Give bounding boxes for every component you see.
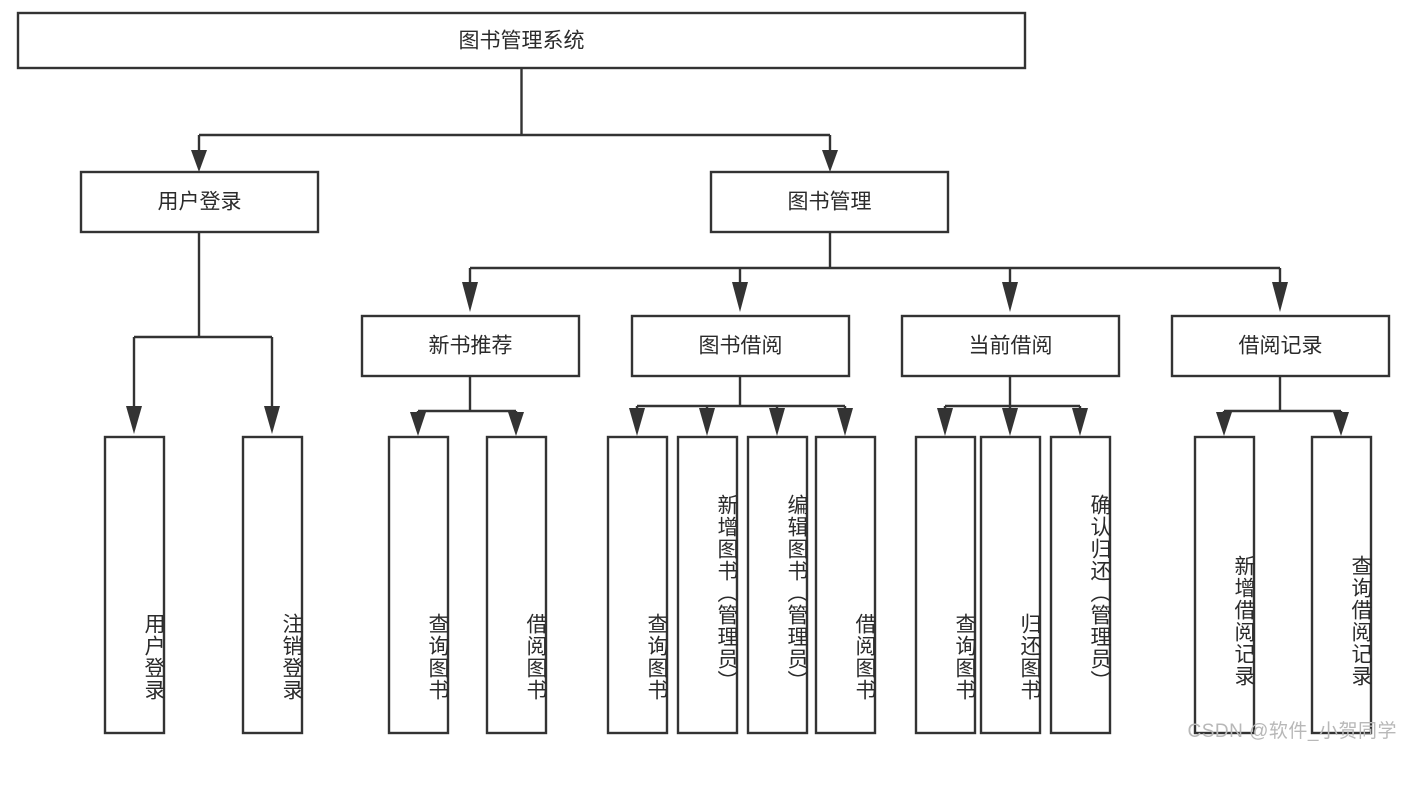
leaf-box-cb-2[interactable] [979, 435, 1042, 735]
node-root[interactable]: 图书管理系统 [16, 11, 1027, 70]
leaf-box-cb-3[interactable] [1049, 435, 1112, 735]
connector-group-book-manage [462, 232, 1288, 312]
arrowhead-bb-leaf-4 [837, 408, 853, 436]
connector-group-current-borrow [937, 376, 1088, 436]
node-borrow-record[interactable]: 借阅记录 [1170, 314, 1391, 378]
leaf-box-bb-4[interactable] [814, 435, 877, 735]
connector-group-new-book-recommend [410, 376, 524, 436]
leaf-box-bb-2[interactable] [676, 435, 739, 735]
node-book-borrow-label: 图书借阅 [699, 335, 783, 358]
leaf-box-user-login-2[interactable] [241, 435, 304, 735]
tree-diagram-svg: 图书管理系统 用户登录 图书管理 新书推荐 图书借阅 当前借阅 借阅记录 [16, 11, 1391, 735]
leaf-box-br-2[interactable] [1310, 435, 1373, 735]
arrowhead-book-borrow [732, 282, 748, 312]
node-book-manage-box[interactable] [709, 170, 950, 234]
arrowhead-cb-leaf-3 [1072, 408, 1088, 436]
leaf-box-cb-1[interactable] [914, 435, 977, 735]
arrowhead-current-borrow [1002, 282, 1018, 312]
leaf-box-bb-1[interactable] [606, 435, 669, 735]
arrowhead-bb-leaf-2 [699, 408, 715, 436]
connector-group-user-login [126, 232, 280, 434]
arrowhead-leaf-user-login [126, 406, 142, 434]
leaf-box-bb-3[interactable] [746, 435, 809, 735]
arrowhead-br-leaf-2 [1333, 412, 1349, 436]
arrowhead-user-login [191, 150, 207, 172]
node-root-box[interactable] [16, 11, 1027, 70]
arrowhead-bb-leaf-3 [769, 408, 785, 436]
node-book-manage[interactable]: 图书管理 [709, 170, 950, 234]
connector-group-book-borrow [629, 376, 853, 436]
node-borrow-record-label: 借阅记录 [1239, 335, 1323, 358]
arrowhead-bb-leaf-1 [629, 408, 645, 436]
arrowhead-new-book-recommend [462, 282, 478, 312]
leaf-box-nbr-1[interactable] [387, 435, 450, 735]
leaf-box-br-1[interactable] [1193, 435, 1256, 735]
arrowhead-leaf-logout-login [264, 406, 280, 434]
node-root-label: 图书管理系统 [459, 30, 585, 53]
node-book-borrow[interactable]: 图书借阅 [630, 314, 851, 378]
csdn-watermark: CSDN @软件_小贺同学 [1187, 721, 1397, 742]
arrowhead-nbr-leaf-1 [410, 412, 426, 436]
arrowhead-br-leaf-1 [1216, 412, 1232, 436]
node-current-borrow-label: 当前借阅 [969, 335, 1053, 358]
connector-group-root [191, 68, 838, 172]
leaf-box-nbr-2[interactable] [485, 435, 548, 735]
arrowhead-book-manage [822, 150, 838, 172]
node-book-borrow-box[interactable] [630, 314, 851, 378]
node-new-book-recommend-box[interactable] [360, 314, 581, 378]
connector-group-borrow-record [1216, 376, 1349, 436]
node-current-borrow[interactable]: 当前借阅 [900, 314, 1121, 378]
node-new-book-recommend[interactable]: 新书推荐 [360, 314, 581, 378]
node-user-login-label: 用户登录 [158, 191, 242, 214]
node-current-borrow-box[interactable] [900, 314, 1121, 378]
node-user-login[interactable]: 用户登录 [79, 170, 320, 234]
node-borrow-record-box[interactable] [1170, 314, 1391, 378]
arrowhead-borrow-record [1272, 282, 1288, 312]
node-book-manage-label: 图书管理 [788, 191, 872, 214]
diagram-canvas: 图书管理系统 用户登录 图书管理 新书推荐 图书借阅 当前借阅 借阅记录 [16, 11, 1397, 742]
arrowhead-cb-leaf-2 [1002, 408, 1018, 436]
arrowhead-cb-leaf-1 [937, 408, 953, 436]
node-user-login-box[interactable] [79, 170, 320, 234]
leaf-box-user-login-1[interactable] [103, 435, 166, 735]
node-new-book-recommend-label: 新书推荐 [429, 335, 513, 358]
arrowhead-nbr-leaf-2 [508, 412, 524, 436]
